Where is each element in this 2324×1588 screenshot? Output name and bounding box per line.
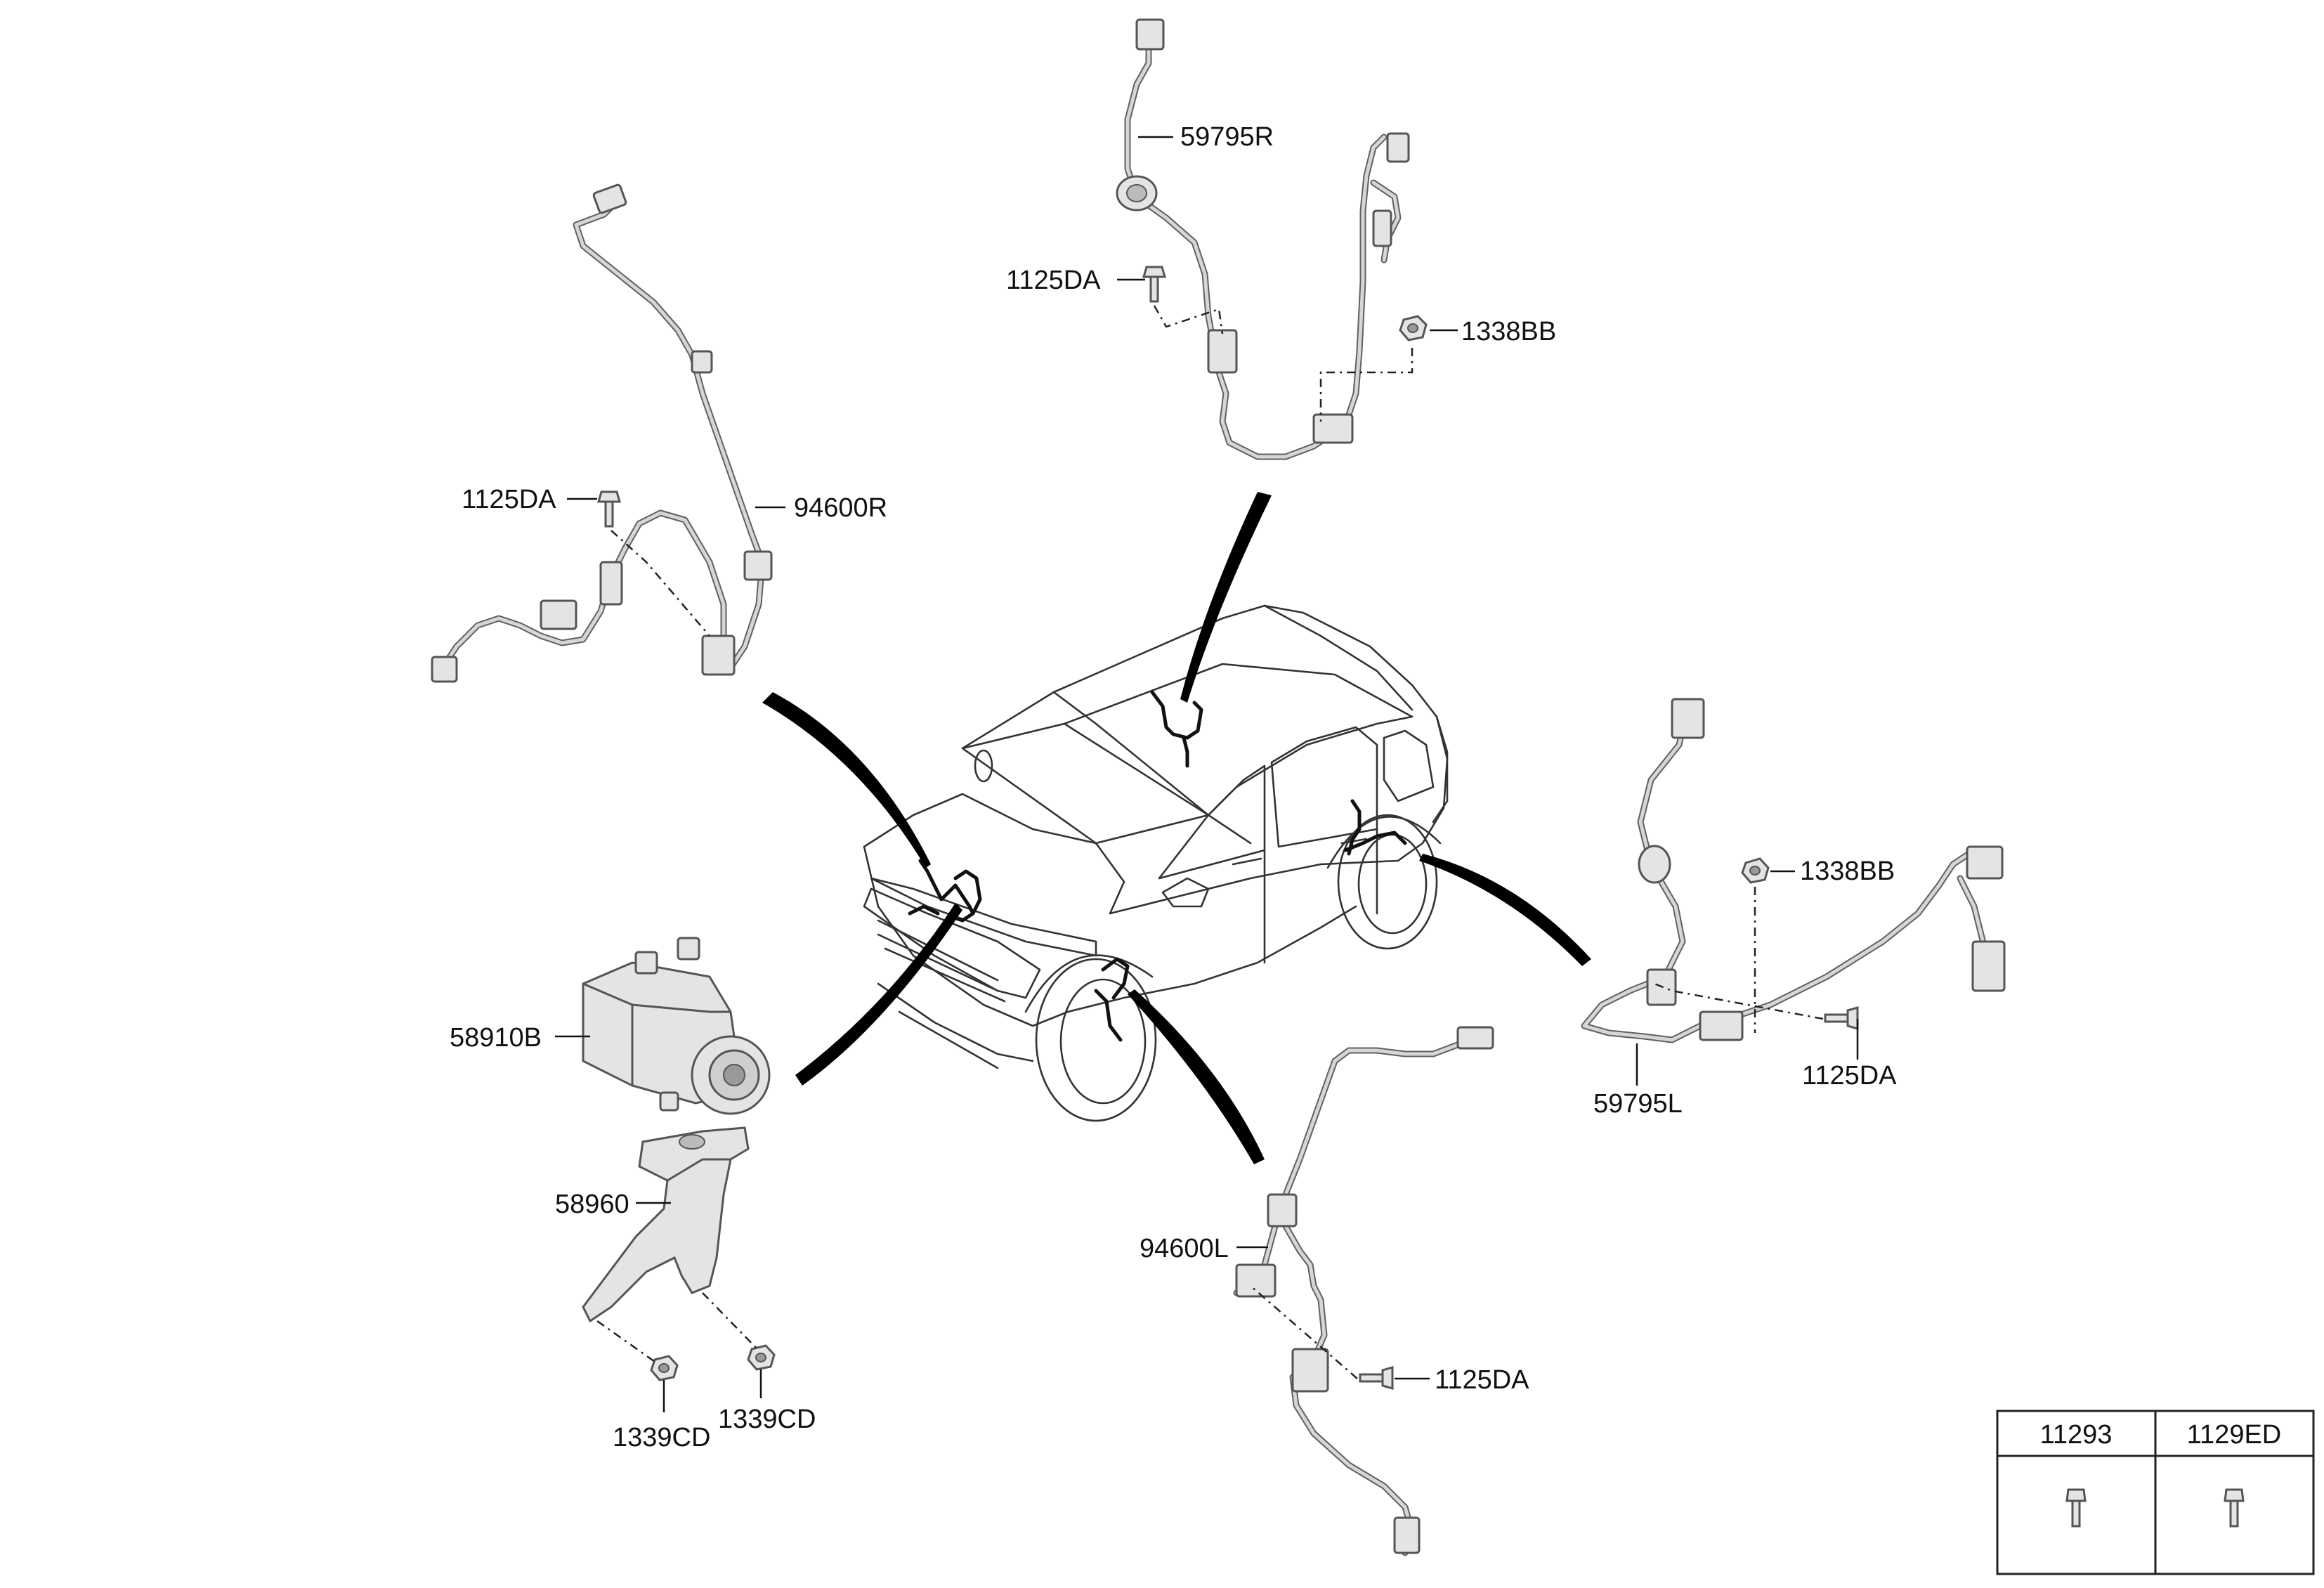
rear-right-sensor-59795R xyxy=(1116,18,1410,460)
vehicle-illustration xyxy=(863,604,1449,1122)
bolt-icon xyxy=(2065,1488,2087,1528)
abs-bracket-58960 xyxy=(582,1126,750,1323)
label-1125DA-rear-left: 1125DA xyxy=(1802,1061,1897,1091)
label-1338BB-rear-right: 1338BB xyxy=(1461,317,1556,346)
bolt-icon xyxy=(2224,1488,2245,1528)
label-94600L: 94600L xyxy=(1140,1234,1229,1263)
table-header-1129ED: 1129ED xyxy=(2187,1420,2282,1450)
abs-module-58910B xyxy=(582,937,771,1115)
label-1338BB-rear-left: 1338BB xyxy=(1800,857,1895,886)
label-58910B: 58910B xyxy=(450,1023,542,1053)
front-left-sensor-94600L xyxy=(1233,1026,1494,1556)
table-header-11293: 11293 xyxy=(2040,1420,2113,1450)
label-1339CD-right: 1339CD xyxy=(718,1405,816,1434)
label-58960: 58960 xyxy=(555,1190,629,1219)
hardware-parts xyxy=(597,266,1859,1390)
front-right-sensor-94600R xyxy=(431,183,773,683)
rear-left-sensor-59795L xyxy=(1581,698,2006,1043)
label-1125DA-rear-right: 1125DA xyxy=(1006,266,1101,295)
label-59795L: 59795L xyxy=(1593,1089,1683,1119)
label-94600R: 94600R xyxy=(794,493,887,523)
label-1125DA-front-right: 1125DA xyxy=(462,485,556,514)
car-harness-lines xyxy=(908,690,1407,1042)
label-1339CD-left: 1339CD xyxy=(613,1423,710,1452)
leader-lines xyxy=(555,136,1859,1412)
assembly-dash-lines xyxy=(596,305,1824,1379)
label-59795R: 59795R xyxy=(1180,122,1274,152)
fastener-table: 11293 1129ED xyxy=(1996,1410,2315,1575)
callout-swooshes xyxy=(762,492,1591,1164)
part-labels: 59795R 1125DA 1338BB 1125DA 94600R 1338B… xyxy=(450,122,1897,1452)
label-1125DA-front-left: 1125DA xyxy=(1435,1365,1529,1395)
